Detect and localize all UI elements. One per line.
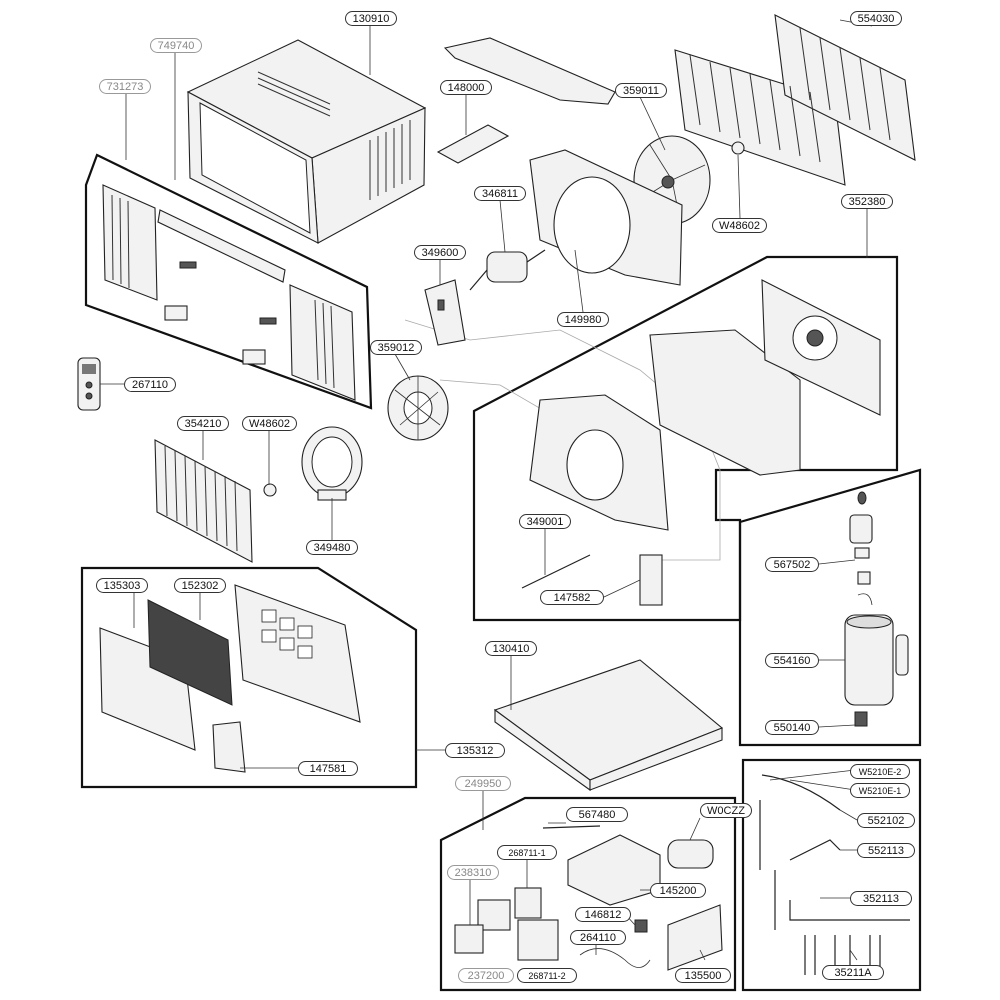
- part-label-352380: 352380: [841, 194, 893, 209]
- shroud-drawing: [529, 149, 683, 286]
- part-label-749740: 749740: [150, 38, 202, 53]
- frame-grille-group: [80, 566, 418, 789]
- frame-compressor-group: [738, 468, 922, 747]
- frame-piping-group: [741, 758, 922, 992]
- part-label-147582: 147582: [540, 590, 604, 605]
- bracket-drawing: [436, 37, 616, 164]
- part-label-354210: 354210: [177, 416, 229, 431]
- part-label-359012: 359012: [370, 340, 422, 355]
- part-label-249950: 249950: [455, 776, 511, 791]
- part-label-238310: 238310: [447, 865, 499, 880]
- part-label-130910: 130910: [345, 11, 397, 26]
- part-label-267110: 267110: [124, 377, 176, 392]
- motor-mount-drawing: [424, 279, 466, 346]
- part-label-148000: 148000: [440, 80, 492, 95]
- part-label-145200: 145200: [650, 883, 706, 898]
- part-label-352113: 352113: [850, 891, 912, 906]
- compressor-drawing: [844, 491, 909, 727]
- part-label-554030: 554030: [850, 11, 902, 26]
- part-label-554160: 554160: [765, 653, 819, 668]
- part-label-567480: 567480: [566, 807, 628, 822]
- blower-wheel-drawing: [387, 375, 449, 441]
- part-label-147581: 147581: [298, 761, 358, 776]
- part-label-264110: 264110: [570, 930, 626, 945]
- frame-control-group: [439, 796, 737, 992]
- part-label-130410: 130410: [485, 641, 537, 656]
- part-label-550140: 550140: [765, 720, 819, 735]
- side-curtain-parts: [102, 184, 356, 401]
- part-label-W48602-outdoor: W48602: [712, 218, 767, 233]
- part-label-268711-2: 268711-2: [517, 968, 577, 983]
- orifice-ring-drawing: [301, 426, 363, 501]
- part-label-135312: 135312: [445, 743, 505, 758]
- part-label-237200: 237200: [458, 968, 514, 983]
- part-label-567502: 567502: [765, 557, 819, 572]
- part-label-W48602-indoor: W48602: [242, 416, 297, 431]
- part-label-268711-1: 268711-1: [497, 845, 557, 860]
- frame-front-panel-group: [84, 153, 373, 410]
- remote-control-drawing: [77, 357, 101, 411]
- part-label-135500: 135500: [675, 968, 731, 983]
- leader-lines: [100, 19, 873, 961]
- part-label-W5210E-1: W5210E-1: [850, 783, 910, 798]
- part-label-731273: 731273: [99, 79, 151, 94]
- part-label-552113: 552113: [857, 843, 915, 858]
- evaporator-coil-drawing: [154, 439, 277, 563]
- part-label-35211A: 35211A: [822, 965, 884, 980]
- evaporator-housing-drawing: [521, 279, 881, 606]
- part-label-349480: 349480: [306, 540, 358, 555]
- part-label-152302: 152302: [174, 578, 226, 593]
- part-label-552102: 552102: [857, 813, 915, 828]
- control-box-drawing: [454, 825, 723, 971]
- fan-motor-drawing: [469, 249, 546, 291]
- base-pan-drawing: [493, 659, 724, 792]
- condenser-coil-drawing: [674, 14, 916, 186]
- frame-evaporator-fan-group: [472, 255, 899, 622]
- part-label-W0CZZ: W0CZZ: [700, 803, 752, 818]
- part-label-349001: 349001: [519, 514, 571, 529]
- part-label-W5210E-2: W5210E-2: [850, 764, 910, 779]
- refrigerant-piping-drawing: [759, 774, 910, 975]
- part-label-149980: 149980: [557, 312, 609, 327]
- part-label-346811: 346811: [474, 186, 526, 201]
- part-label-359011: 359011: [615, 83, 667, 98]
- front-grille-drawing: [99, 584, 361, 773]
- part-label-349600: 349600: [414, 245, 466, 260]
- cabinet-case-drawing: [186, 39, 427, 244]
- part-label-135303: 135303: [96, 578, 148, 593]
- part-label-146812: 146812: [575, 907, 631, 922]
